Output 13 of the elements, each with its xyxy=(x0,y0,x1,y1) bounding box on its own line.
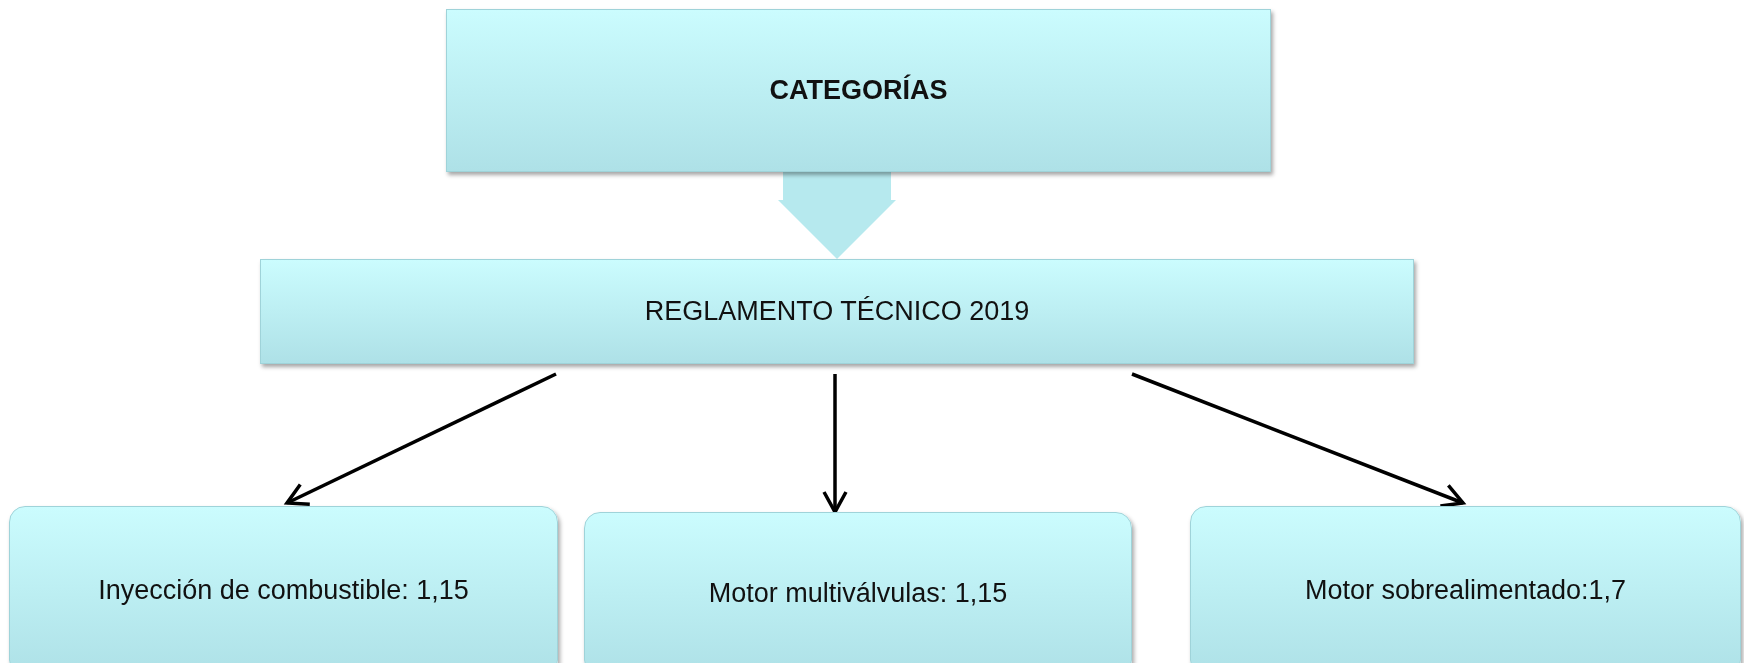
category-box xyxy=(584,512,1132,663)
category-box xyxy=(1190,506,1741,663)
arrow xyxy=(822,374,848,514)
heading-box xyxy=(446,9,1271,172)
box-text: CATEGORÍAS xyxy=(769,73,948,107)
block-arrow xyxy=(778,172,896,259)
box-text: REGLAMENTO TÉCNICO 2019 xyxy=(644,294,1030,328)
arrow xyxy=(1131,372,1465,508)
box-text: Inyección de combustible: 1,15 xyxy=(98,574,469,608)
box-text: Motor sobrealimentado:1,7 xyxy=(1304,574,1627,608)
arrow xyxy=(285,372,557,506)
category-box xyxy=(9,506,558,663)
box-text: Motor multiválvulas: 1,15 xyxy=(708,577,1008,611)
